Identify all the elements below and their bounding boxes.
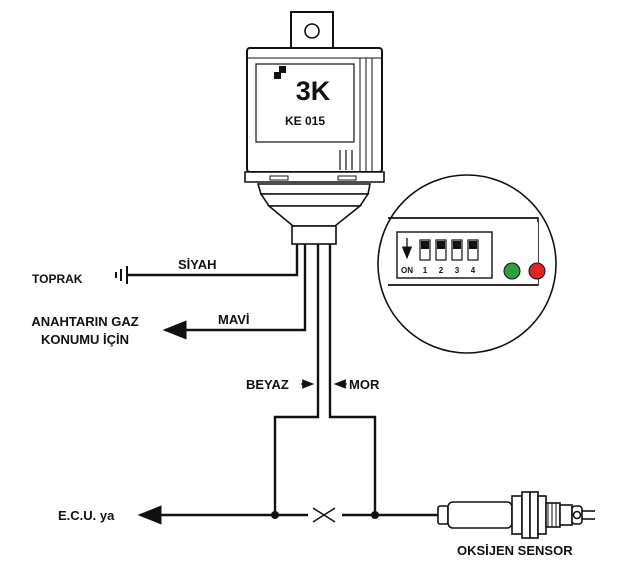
white-wire	[273, 244, 320, 515]
dip-pos-1: 1	[423, 266, 428, 275]
junction-left	[271, 511, 279, 519]
purple-wire	[328, 244, 377, 515]
switch-label-line1: ANAHTARIN GAZ	[31, 314, 138, 329]
dip-pos-4: 4	[471, 266, 476, 275]
ground-label: TOPRAK	[32, 272, 83, 286]
switch-label-line2: KONUMU İÇİN	[41, 332, 129, 347]
dip-pos-2: 2	[439, 266, 444, 275]
red-led-icon	[528, 262, 546, 280]
brand-logo: 3K	[296, 76, 331, 106]
black-wire	[128, 244, 299, 277]
dip-switch-3[interactable]	[451, 239, 463, 261]
mounting-hole-icon	[304, 23, 320, 39]
blue-wire	[162, 244, 307, 340]
label-plate	[255, 63, 355, 143]
dip-switch-1[interactable]	[419, 239, 431, 261]
blue-wire-label: MAVİ	[218, 312, 250, 327]
wires	[128, 244, 438, 525]
ground-icon	[115, 266, 128, 284]
dip-switch-detail: ON 1 2 3 4	[377, 174, 557, 354]
sensor-label: OKSİJEN SENSOR	[457, 543, 573, 558]
dip-pos-3: 3	[455, 266, 460, 275]
ecu-label: E.C.U. ya	[58, 508, 115, 523]
dip-switch-2[interactable]	[435, 239, 447, 261]
model-label: KE 015	[285, 114, 325, 128]
dip-switch-4[interactable]	[467, 239, 479, 261]
junction-right	[371, 511, 379, 519]
control-unit: 3K KE 015	[244, 11, 385, 245]
cable-connector	[291, 225, 337, 245]
black-wire-label: SİYAH	[178, 257, 217, 272]
logo-mark-icon	[279, 66, 286, 73]
oxygen-sensor	[437, 491, 595, 539]
dip-on-label: ON	[401, 266, 413, 275]
cut-mark-icon	[312, 507, 336, 523]
purple-wire-label: MOR	[349, 377, 380, 392]
green-led-icon	[503, 262, 521, 280]
white-wire-label: BEYAZ	[246, 377, 289, 392]
